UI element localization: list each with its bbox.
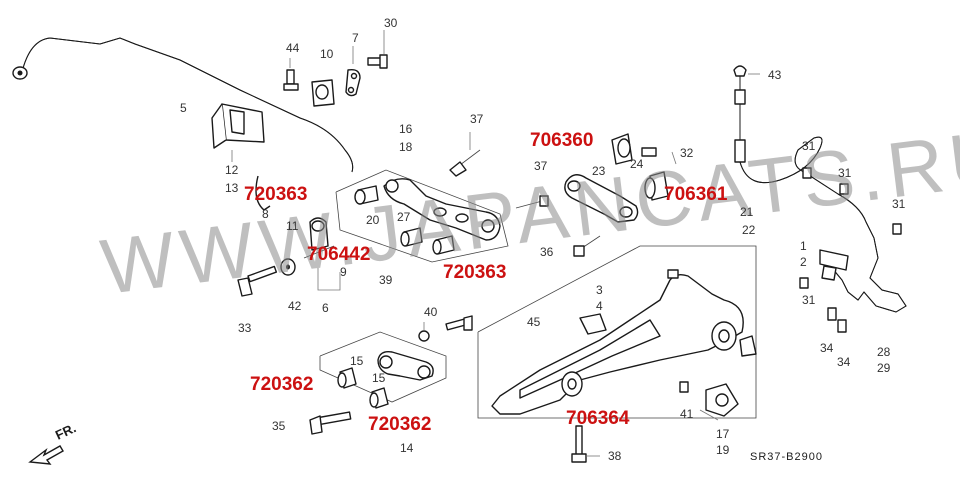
- part-number-label: 5: [180, 101, 187, 115]
- part-number-label: 29: [877, 361, 891, 375]
- bolt-38-drawing: [571, 425, 600, 463]
- part-callout-c2: 706361: [664, 184, 728, 205]
- part-callouts: 706360 706361 720363 706442 720363 720362 7203…: [244, 130, 728, 435]
- part-number-label: 2: [800, 255, 807, 269]
- part-number-label: 37: [534, 159, 548, 173]
- part-number-label: 24: [630, 157, 644, 171]
- part-number-label: 31: [802, 293, 816, 307]
- part-number-label: 1: [800, 239, 807, 253]
- part-number-label: 42: [288, 299, 302, 313]
- part-number-label: 31: [892, 197, 906, 211]
- part-callout-c6: 720362: [250, 374, 313, 395]
- part-number-label: 4: [596, 299, 603, 313]
- part-number-label: 41: [680, 407, 694, 421]
- part-number-label: 32: [680, 146, 694, 160]
- upper-arm-drawing: [335, 132, 509, 263]
- part-number-label: 15: [350, 354, 364, 368]
- part-number-label: 10: [320, 47, 334, 61]
- part-number-label: 3: [596, 283, 603, 297]
- part-number-label: 43: [768, 68, 782, 82]
- part-number-label: 13: [225, 181, 239, 195]
- bushing-clamp-drawing: [283, 30, 388, 107]
- part-number-label: 21: [740, 205, 754, 219]
- abs-sensor-wire-drawing: [733, 65, 907, 333]
- part-callout-c8: 706364: [566, 408, 630, 429]
- part-number-label: 16: [399, 122, 413, 136]
- part-callout-c1: 706360: [530, 130, 593, 151]
- part-number-label: 30: [384, 16, 398, 30]
- part-number-label: 37: [470, 112, 484, 126]
- part-number-label: 40: [424, 305, 438, 319]
- part-number-label: 8: [262, 207, 269, 221]
- part-number-label: 31: [802, 139, 816, 153]
- part-number-label: 36: [540, 245, 554, 259]
- diagram-code: SR37-B2900: [750, 451, 823, 463]
- part-number-label: 19: [716, 443, 730, 457]
- part-callout-c7: 720362: [368, 414, 431, 435]
- part-number-label: 39: [379, 273, 393, 287]
- part-callout-c4: 706442: [307, 244, 370, 265]
- part-number-label: 33: [238, 321, 252, 335]
- part-number-label: 20: [366, 213, 380, 227]
- part-number-label: 38: [608, 449, 622, 463]
- part-number-label: 27: [397, 210, 411, 224]
- part-number-label: 14: [400, 441, 414, 455]
- stabilizer-bar-drawing: [12, 37, 354, 173]
- compensator-arm-drawing: [515, 133, 677, 257]
- front-direction-label: FR.: [53, 420, 78, 442]
- part-number-label: 28: [877, 345, 891, 359]
- part-number-label: 17: [716, 427, 730, 441]
- part-number-label: 18: [399, 140, 413, 154]
- part-callout-c5: 720363: [443, 262, 506, 283]
- part-number-label: 7: [352, 31, 359, 45]
- watermark-text: WWW.JAPANCATS.RU: [96, 112, 960, 311]
- part-number-label: 15: [372, 371, 386, 385]
- part-number-label: 22: [742, 223, 756, 237]
- lower-arm-drawing: [309, 315, 473, 435]
- part-number-label: 34: [820, 341, 834, 355]
- part-number-label: 34: [837, 355, 851, 369]
- part-number-label: 11: [286, 219, 299, 233]
- trailing-arm-drawing: [477, 245, 757, 421]
- stabilizer-link-drawing: [237, 175, 341, 297]
- front-direction-arrow-icon: [28, 445, 64, 465]
- stabilizer-bracket-drawing: [211, 103, 265, 162]
- part-number-label: 31: [838, 166, 852, 180]
- part-callout-c3: 720363: [244, 184, 307, 205]
- part-number-label: 44: [286, 41, 300, 55]
- part-number-label: 45: [527, 315, 541, 329]
- part-number-label: 35: [272, 419, 286, 433]
- part-number-label: 6: [322, 301, 329, 315]
- part-number-label: 23: [592, 164, 606, 178]
- part-number-label: 9: [340, 265, 347, 279]
- part-number-label: 12: [225, 163, 239, 177]
